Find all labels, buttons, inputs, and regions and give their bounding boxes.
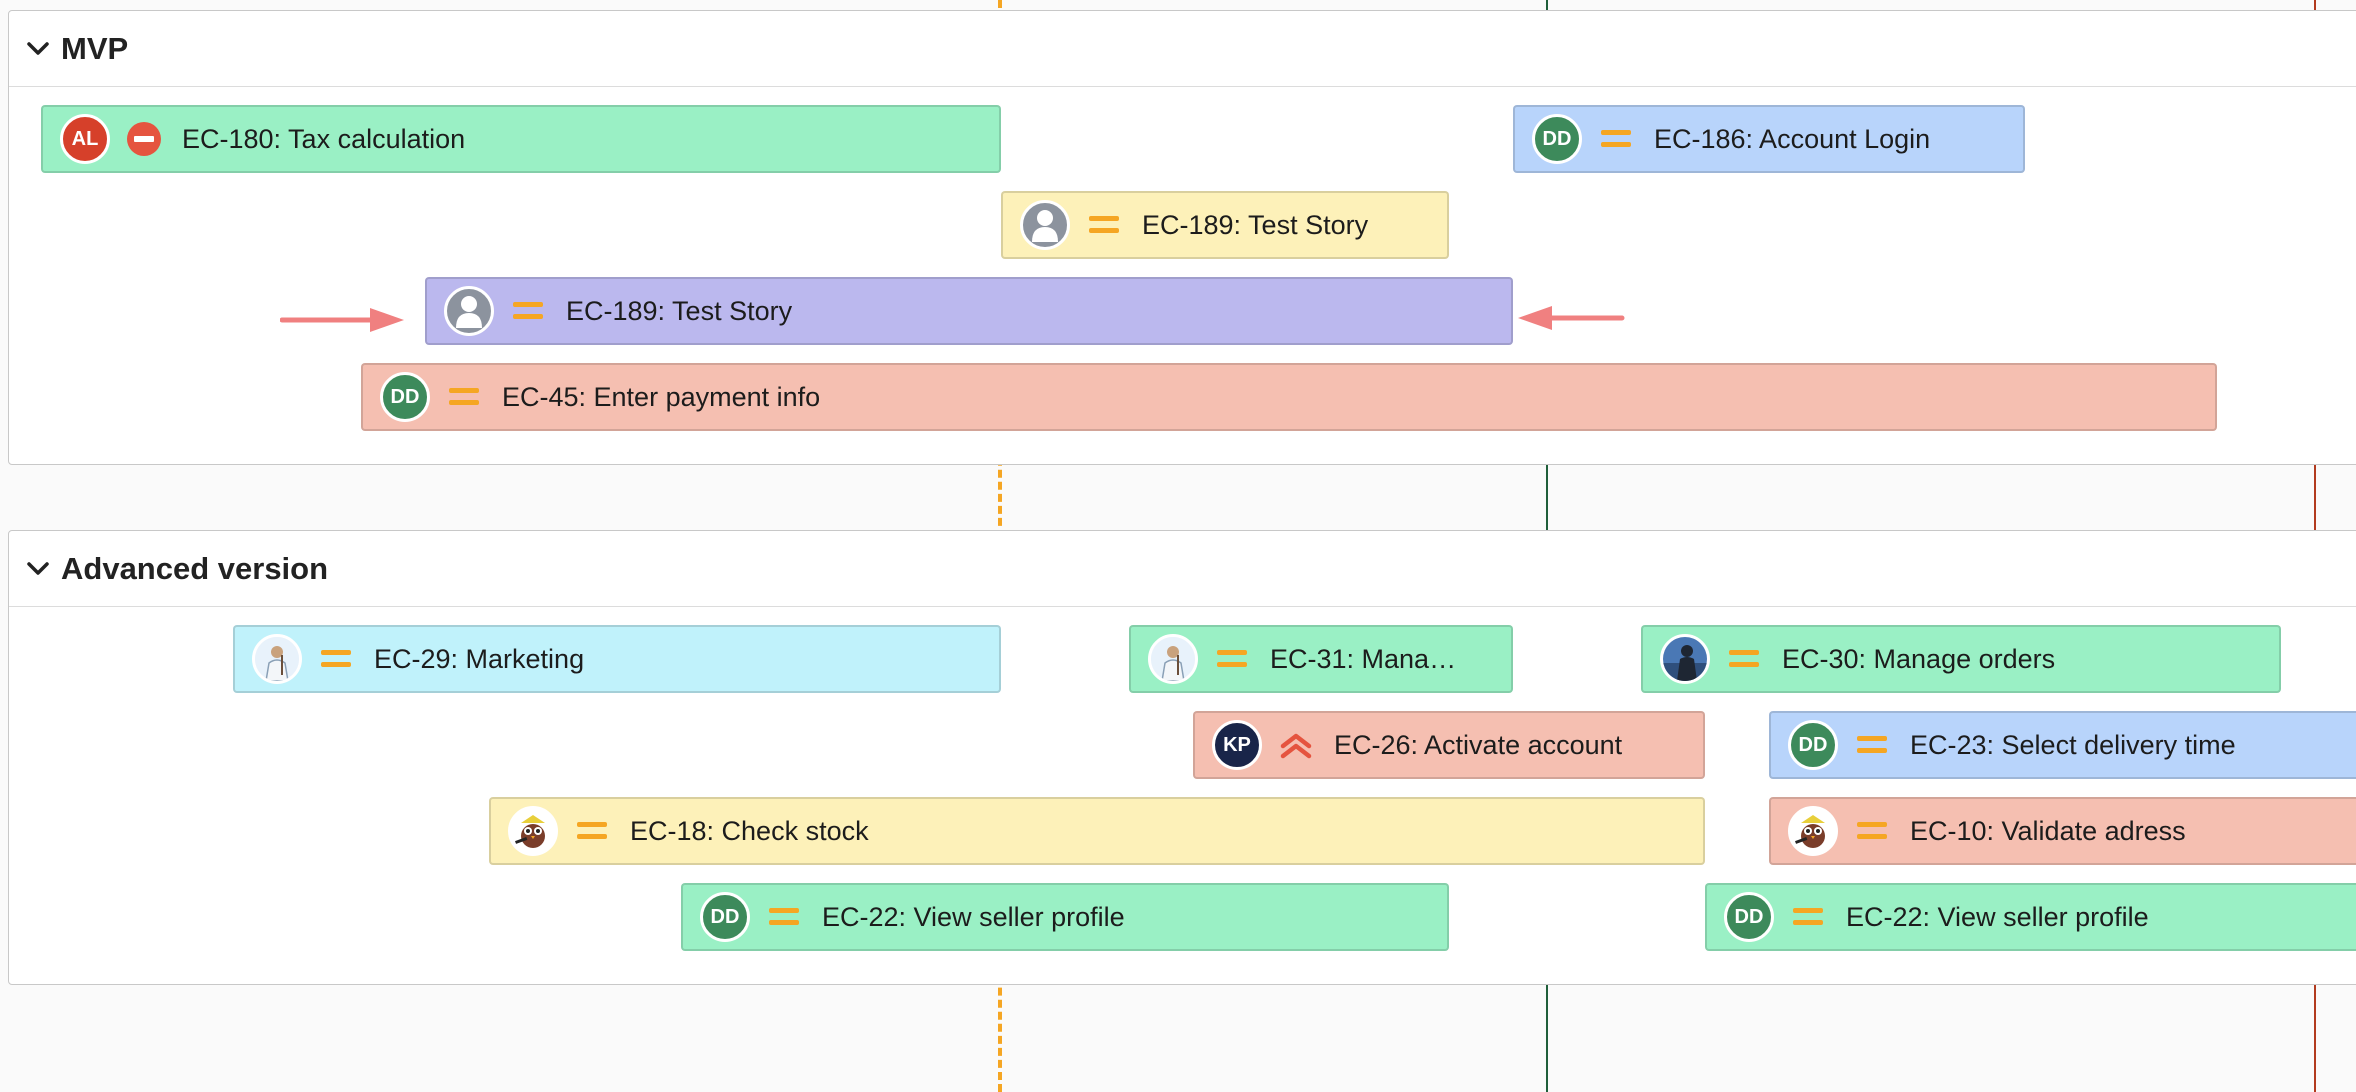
- avatar: DD: [700, 892, 750, 942]
- priority-medium-icon: [572, 811, 612, 851]
- priority-medium-icon: [316, 639, 356, 679]
- arrow-icon: [280, 308, 404, 332]
- issue-bar[interactable]: DD EC-22: View seller profile: [1705, 883, 2356, 951]
- issue-bar[interactable]: DD EC-23: Select delivery time: [1769, 711, 2356, 779]
- avatar: [1788, 806, 1838, 856]
- priority-medium-icon: [1852, 811, 1892, 851]
- group-header: MVP: [9, 11, 2356, 87]
- issue-label: EC-22: View seller profile: [1846, 901, 2149, 932]
- priority-medium-icon: [508, 291, 548, 331]
- issue-bar[interactable]: EC-30: Manage orders: [1641, 625, 2281, 693]
- priority-medium-icon: [444, 377, 484, 417]
- chevron-down-icon[interactable]: [23, 34, 53, 64]
- issue-label: EC-22: View seller profile: [822, 901, 1125, 932]
- issue-bar[interactable]: EC-189: Test Story: [1001, 191, 1449, 259]
- priority-medium-icon: [764, 897, 804, 937]
- avatar: AL: [60, 114, 110, 164]
- group-advanced-version: Advanced version EC-29: Marketing EC-31:…: [8, 530, 2356, 985]
- priority-medium-icon: [1084, 205, 1124, 245]
- issue-bar[interactable]: EC-10: Validate adress: [1769, 797, 2356, 865]
- arrow-icon: [1518, 306, 1625, 330]
- issue-label: EC-23: Select delivery time: [1910, 729, 2236, 760]
- issue-bar[interactable]: KP EC-26: Activate account: [1193, 711, 1705, 779]
- issue-bar[interactable]: EC-29: Marketing: [233, 625, 1001, 693]
- issue-label: EC-189: Test Story: [566, 295, 793, 326]
- group-mvp: MVP AL EC-180: Tax calculation DD EC-186…: [8, 10, 2356, 465]
- user-placeholder-icon: [444, 286, 494, 336]
- issue-label: EC-18: Check stock: [630, 815, 869, 846]
- priority-medium-icon: [1788, 897, 1828, 937]
- priority-medium-icon: [1852, 725, 1892, 765]
- issue-label: EC-10: Validate adress: [1910, 815, 2186, 846]
- avatar: [1660, 634, 1710, 684]
- issue-label: EC-45: Enter payment info: [502, 381, 821, 412]
- issue-label: EC-26: Activate account: [1334, 729, 1623, 760]
- priority-medium-icon: [1724, 639, 1764, 679]
- user-placeholder-icon: [1020, 200, 1070, 250]
- avatar: KP: [1212, 720, 1262, 770]
- issue-label: EC-180: Tax calculation: [182, 123, 466, 154]
- issue-label: EC-186: Account Login: [1654, 123, 1931, 154]
- avatar: [252, 634, 302, 684]
- issue-label: EC-29: Marketing: [374, 643, 585, 674]
- priority-medium-icon: [1596, 119, 1636, 159]
- avatar: DD: [1788, 720, 1838, 770]
- issue-bar[interactable]: DD EC-186: Account Login: [1513, 105, 2025, 173]
- avatar: DD: [380, 372, 430, 422]
- group-header: Advanced version: [9, 531, 2356, 607]
- issue-bar[interactable]: EC-31: Mana…: [1129, 625, 1513, 693]
- issue-bar[interactable]: EC-189: Test Story: [425, 277, 1513, 345]
- avatar: [508, 806, 558, 856]
- priority-blocker-icon: [124, 119, 164, 159]
- issue-bar[interactable]: AL EC-180: Tax calculation: [41, 105, 1001, 173]
- issue-label: EC-31: Mana…: [1270, 643, 1457, 674]
- avatar: [1148, 634, 1198, 684]
- avatar: DD: [1724, 892, 1774, 942]
- issue-label: EC-189: Test Story: [1142, 209, 1369, 240]
- issue-bar[interactable]: DD EC-45: Enter payment info: [361, 363, 2217, 431]
- issue-bar[interactable]: EC-18: Check stock: [489, 797, 1705, 865]
- group-title: MVP: [61, 30, 129, 66]
- priority-high-icon: [1276, 725, 1316, 765]
- issue-bar[interactable]: DD EC-22: View seller profile: [681, 883, 1449, 951]
- chevron-down-icon[interactable]: [23, 554, 53, 584]
- avatar: DD: [1532, 114, 1582, 164]
- issue-label: EC-30: Manage orders: [1782, 643, 2056, 674]
- priority-medium-icon: [1212, 639, 1252, 679]
- group-title: Advanced version: [61, 550, 329, 586]
